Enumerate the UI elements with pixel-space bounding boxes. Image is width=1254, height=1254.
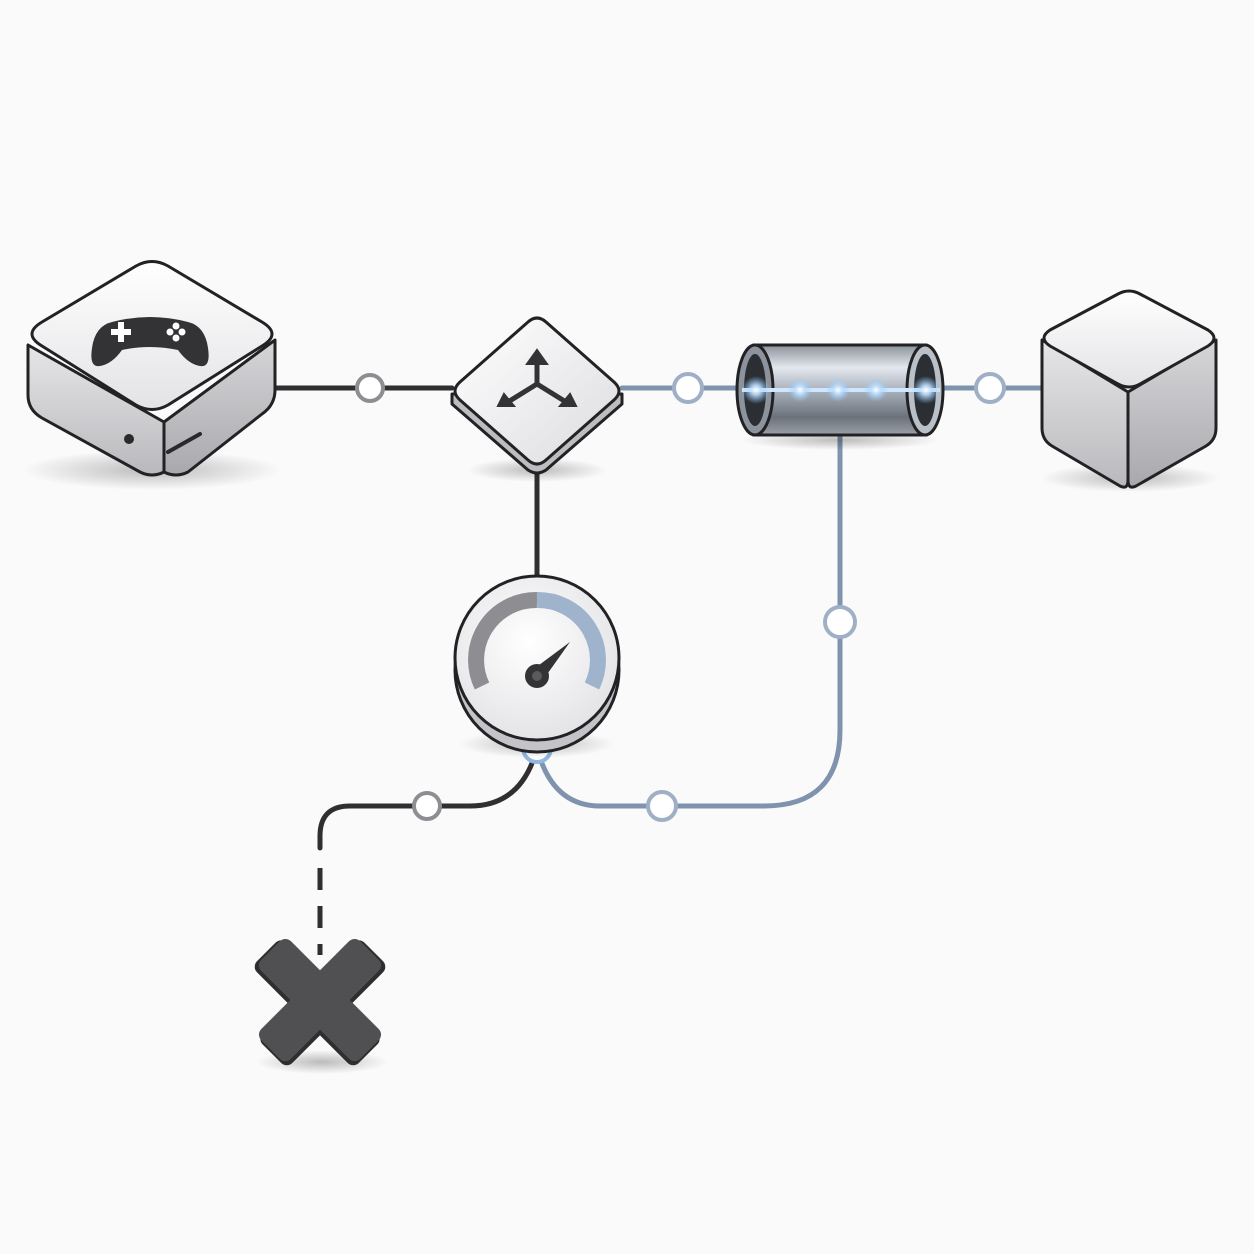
console-disc-slot xyxy=(166,432,202,454)
port-splitter-pipe[interactable] xyxy=(672,372,704,404)
port-gauge-terminator[interactable] xyxy=(412,791,442,821)
node-splitter[interactable] xyxy=(450,316,624,482)
port-pipe-gauge-bottom[interactable] xyxy=(646,790,678,822)
port-console-splitter[interactable] xyxy=(355,373,385,403)
links-layer xyxy=(272,385,1045,955)
pipe-flow-icon xyxy=(742,376,940,404)
console-power-port xyxy=(124,434,134,444)
node-gauge[interactable] xyxy=(453,574,621,758)
link-gauge-terminator[interactable] xyxy=(317,745,540,851)
node-pipe[interactable] xyxy=(735,343,945,450)
node-terminator[interactable] xyxy=(218,898,422,1102)
close-icon xyxy=(254,938,386,1066)
node-cube[interactable] xyxy=(1040,289,1220,492)
link-pipe-gauge[interactable] xyxy=(534,433,843,809)
gamepad-icon xyxy=(91,317,209,367)
port-pipe-gauge-vertical[interactable] xyxy=(823,605,857,639)
port-pipe-cube[interactable] xyxy=(974,372,1006,404)
gauge-icon xyxy=(468,591,606,690)
node-game-console[interactable] xyxy=(22,260,282,491)
cube-icon xyxy=(1040,289,1218,489)
split-arrows-icon xyxy=(496,348,578,407)
